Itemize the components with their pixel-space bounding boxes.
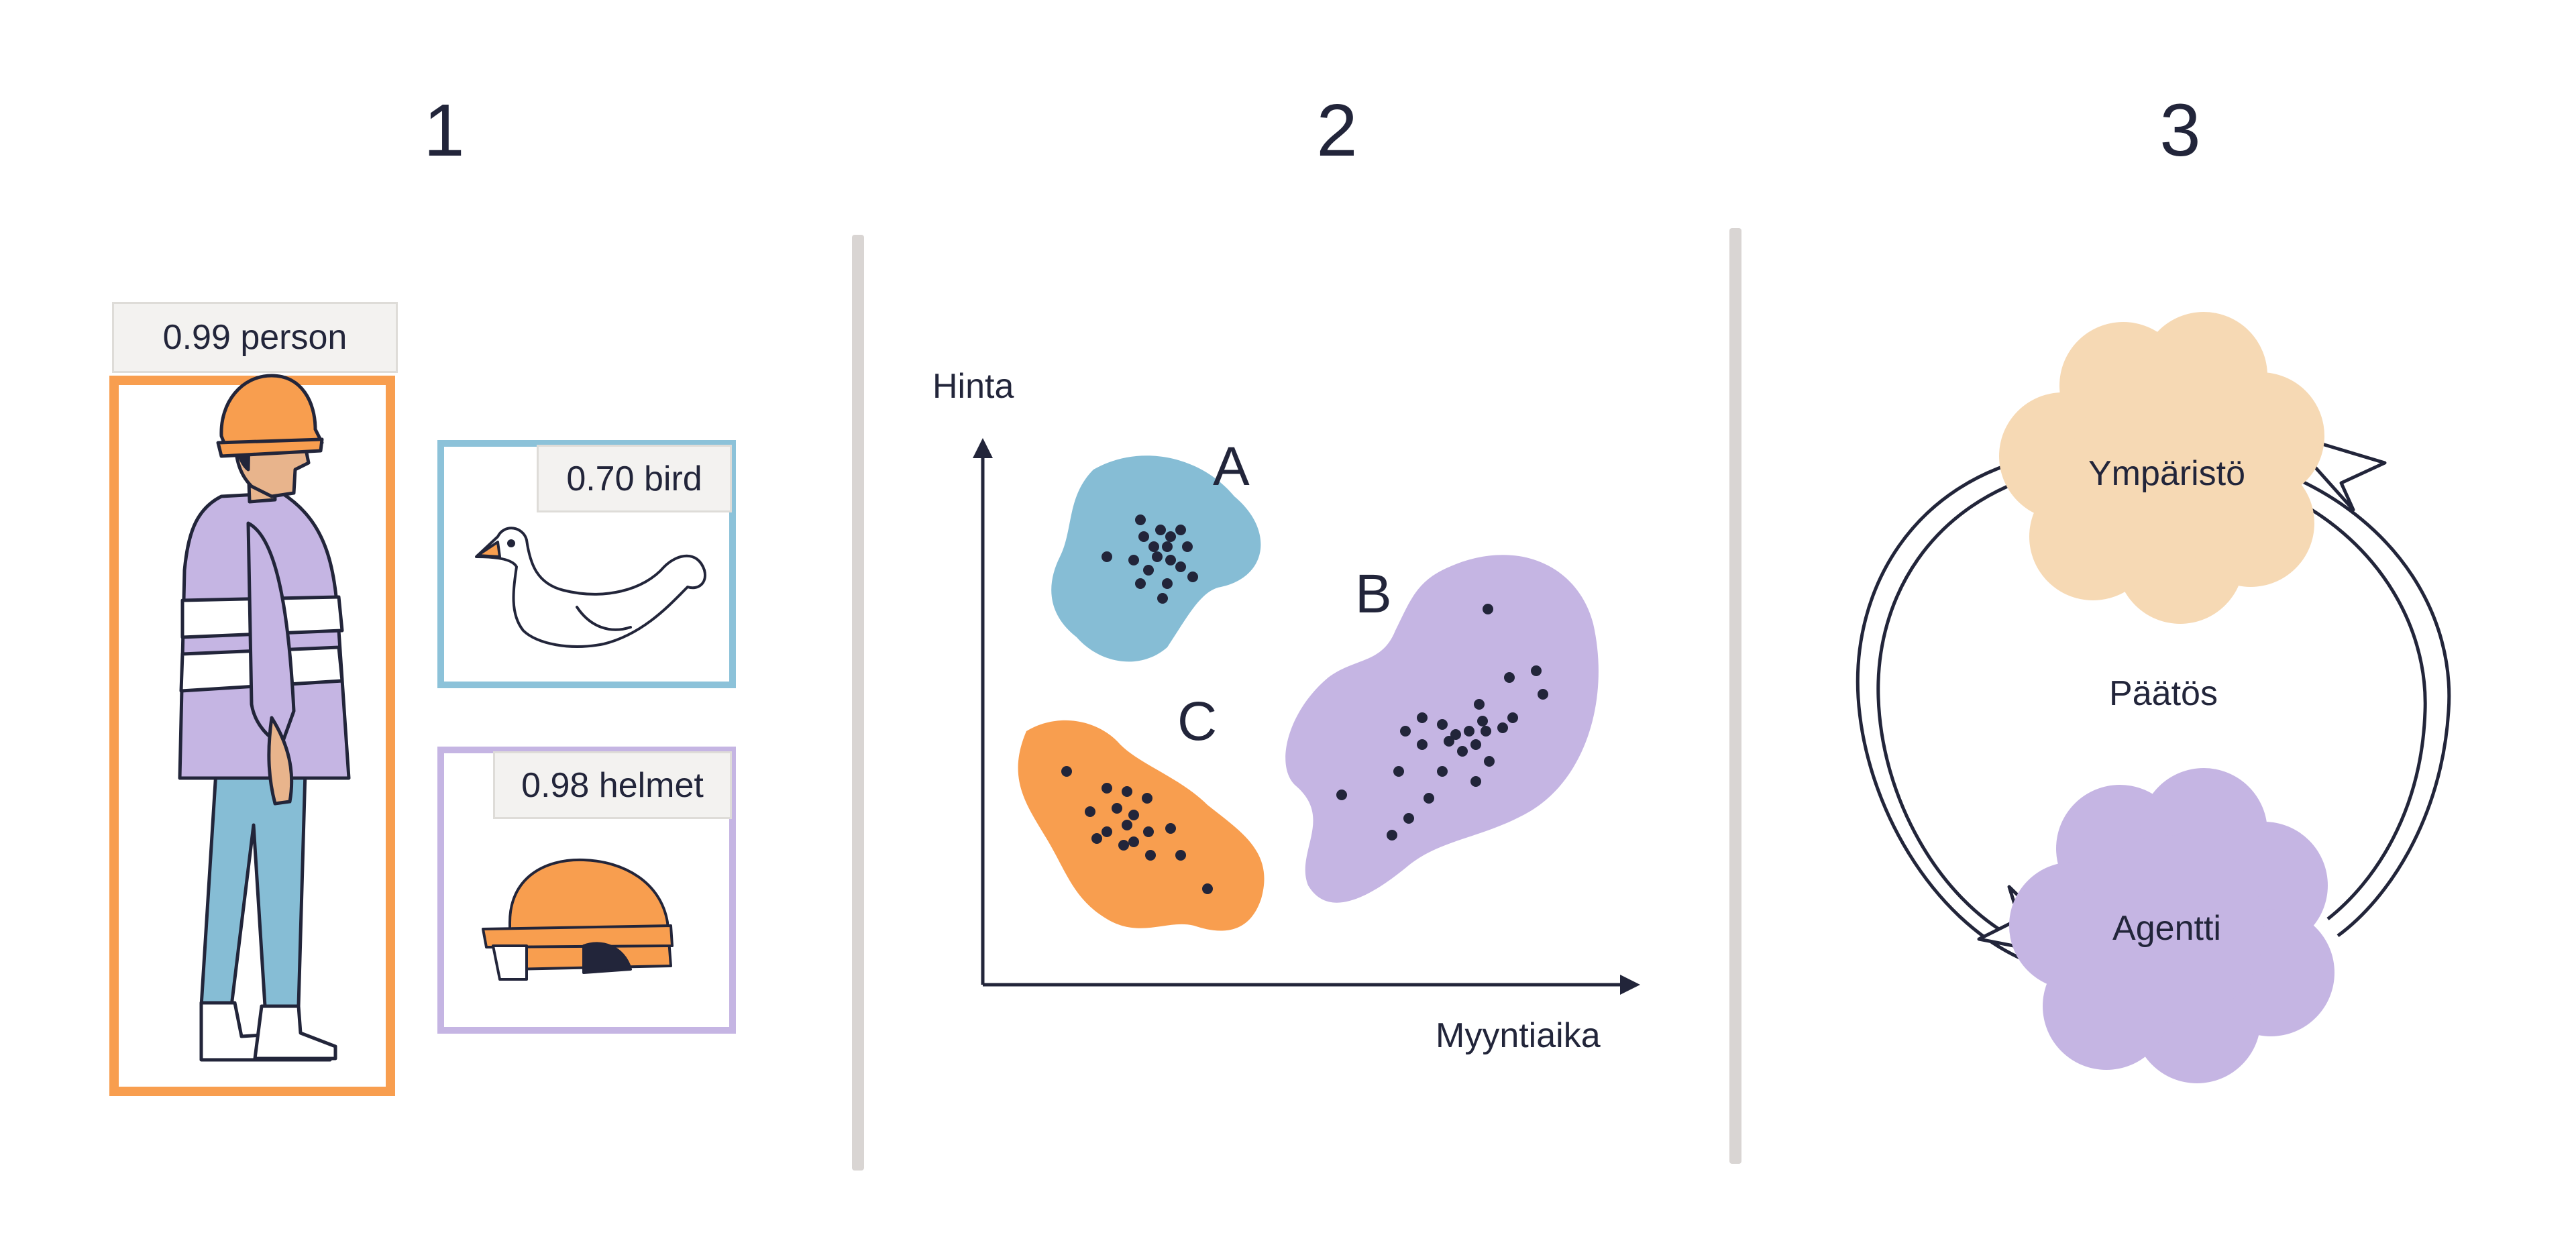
bird-drawing: [475, 527, 706, 648]
cluster-a-label: A: [1213, 436, 1250, 497]
cluster-point: [1162, 541, 1173, 552]
cluster-point: [1128, 810, 1139, 820]
cluster-point: [1336, 790, 1347, 800]
cluster-point: [1152, 551, 1163, 562]
cluster-point: [1165, 531, 1176, 542]
cluster-point: [1457, 746, 1468, 757]
cluster-point: [1470, 776, 1481, 787]
cluster-point: [1085, 806, 1095, 817]
environment-cloud: [1999, 312, 2324, 624]
bird-detection-label: 0.70 bird: [537, 445, 732, 512]
cluster-point: [1102, 551, 1112, 562]
cluster-point: [1175, 850, 1186, 861]
cluster-point: [1481, 726, 1491, 737]
cluster-point: [1538, 689, 1548, 700]
cluster-point: [1437, 719, 1448, 730]
decision-label: Päätös: [2109, 674, 2218, 713]
person-figure: [178, 374, 351, 1062]
cluster-point: [1444, 736, 1454, 747]
agent-cloud: [2009, 768, 2334, 1083]
panel-number-2: 2: [1316, 89, 1358, 172]
cluster-point: [1157, 593, 1168, 604]
cluster-point: [1128, 555, 1139, 565]
cluster-point: [1483, 604, 1493, 614]
panel-divider: [1729, 228, 1741, 1164]
cluster-point: [1143, 565, 1154, 576]
cluster-point: [1531, 665, 1542, 676]
cluster-point: [1470, 739, 1481, 750]
cluster-point: [1155, 525, 1166, 535]
environment-label: Ympäristö: [2088, 454, 2246, 493]
cluster-point: [1091, 833, 1102, 844]
cluster-point: [1464, 726, 1474, 737]
cluster-point: [1135, 514, 1146, 525]
cluster-point: [1437, 766, 1448, 777]
cluster-point: [1112, 803, 1122, 814]
cluster-point: [1118, 840, 1129, 851]
cluster-point: [1477, 716, 1488, 726]
cluster-point: [1165, 823, 1176, 834]
cluster-point: [1142, 793, 1152, 804]
person-detection-label: 0.99 person: [112, 302, 398, 373]
cluster-point: [1102, 783, 1112, 794]
cluster-point: [1175, 561, 1186, 572]
cluster-point: [1484, 756, 1495, 767]
cluster-point: [1102, 826, 1112, 837]
agent-label: Agentti: [2112, 909, 2221, 948]
cluster-point: [1135, 578, 1146, 589]
cluster-point: [1403, 813, 1414, 824]
cluster-points: [1061, 514, 1548, 894]
y-axis-label: Hinta: [932, 367, 1014, 406]
panel-divider: [852, 235, 864, 1171]
cluster-point: [1122, 820, 1132, 830]
cluster-point: [1507, 712, 1518, 723]
cluster-point: [1138, 531, 1149, 542]
cluster-point: [1504, 672, 1515, 683]
helmet-drawing: [482, 858, 674, 981]
cluster-point: [1122, 786, 1132, 797]
panel-number-3: 3: [2159, 89, 2201, 172]
cluster-b-label: B: [1355, 563, 1392, 624]
cluster-point: [1400, 726, 1411, 737]
cluster-point: [1417, 712, 1428, 723]
cluster-point: [1165, 555, 1176, 565]
cluster-point: [1162, 578, 1173, 589]
cluster-point: [1175, 525, 1186, 535]
cluster-point: [1187, 572, 1198, 582]
cluster-point: [1474, 699, 1485, 710]
bird-bounding-box: [437, 440, 736, 688]
cluster-point: [1182, 541, 1193, 552]
cluster-point: [1497, 722, 1508, 733]
cycle-ring: [1856, 454, 2451, 961]
scatter-axes: [973, 438, 1640, 995]
cluster-c-blob: [1018, 720, 1265, 931]
cluster-point: [1148, 541, 1159, 552]
panel-number-1: 1: [423, 89, 465, 172]
helmet-bounding-box: [437, 747, 736, 1034]
cluster-point: [1202, 883, 1213, 894]
cluster-point: [1417, 739, 1428, 750]
cluster-point: [1128, 836, 1139, 847]
cluster-point: [1145, 850, 1156, 861]
helmet-detection-label: 0.98 helmet: [493, 751, 732, 819]
cluster-point: [1393, 766, 1404, 777]
cluster-point: [1143, 826, 1154, 837]
cluster-point: [1387, 830, 1397, 840]
cluster-point: [1450, 729, 1461, 740]
x-axis-label: Myyntiaika: [1436, 1016, 1601, 1055]
cluster-point: [1061, 766, 1072, 777]
cluster-c-label: C: [1177, 691, 1218, 752]
cluster-point: [1424, 793, 1434, 804]
